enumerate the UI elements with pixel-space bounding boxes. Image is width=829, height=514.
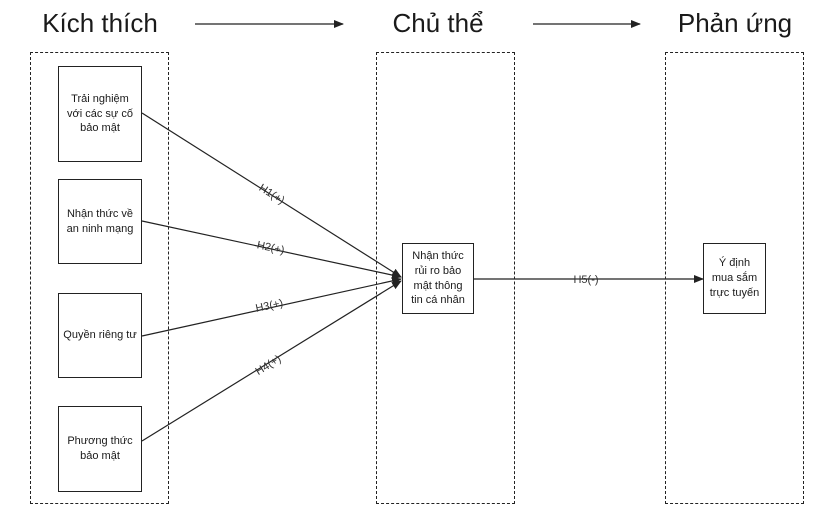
node-perceived-security-risk: Nhận thức rủi ro bảo mật thông tin cá nh…	[402, 243, 474, 314]
edge-h4	[141, 280, 402, 442]
edge-label-h5: H5(-)	[573, 274, 598, 286]
heading-stimulus: Kích thích	[42, 8, 158, 38]
node-online-purchase-intention-label: Ý định mua sắm trực tuyến	[709, 257, 760, 299]
node-security-incident-experience-label: Trải nghiệm với các sự cố bảo mật	[67, 92, 133, 135]
edge-h3	[141, 277, 402, 337]
node-security-methods: Phương thức bảo mật	[58, 406, 142, 492]
response-group	[665, 52, 804, 504]
edge-label-h2: H2(+)	[256, 239, 286, 257]
edge-label-h1: H1(+)	[257, 182, 287, 207]
heading-response: Phản ứng	[677, 8, 793, 38]
node-perceived-security-risk-label: Nhận thức rủi ro bảo mật thông tin cá nh…	[411, 249, 465, 307]
edge-label-h4: H4(+)	[253, 353, 283, 378]
heading-organism: Chủ thể	[392, 8, 484, 38]
node-privacy-label: Quyền riêng tư	[63, 329, 137, 342]
edge-label-h3: H3(+)	[255, 297, 285, 315]
node-security-methods-label: Phương thức bảo mật	[67, 435, 133, 462]
edge-h2	[141, 220, 402, 280]
edge-h1	[141, 112, 402, 278]
node-security-incident-experience: Trải nghiệm với các sự cố bảo mật	[58, 66, 142, 162]
organism-group	[376, 52, 515, 504]
node-online-purchase-intention: Ý định mua sắm trực tuyến	[703, 243, 766, 314]
node-cybersecurity-awareness: Nhận thức về an ninh mạng	[58, 179, 142, 264]
node-privacy: Quyền riêng tư	[58, 293, 142, 378]
stimulus-group	[30, 52, 169, 504]
node-cybersecurity-awareness-label: Nhận thức về an ninh mạng	[66, 207, 134, 235]
